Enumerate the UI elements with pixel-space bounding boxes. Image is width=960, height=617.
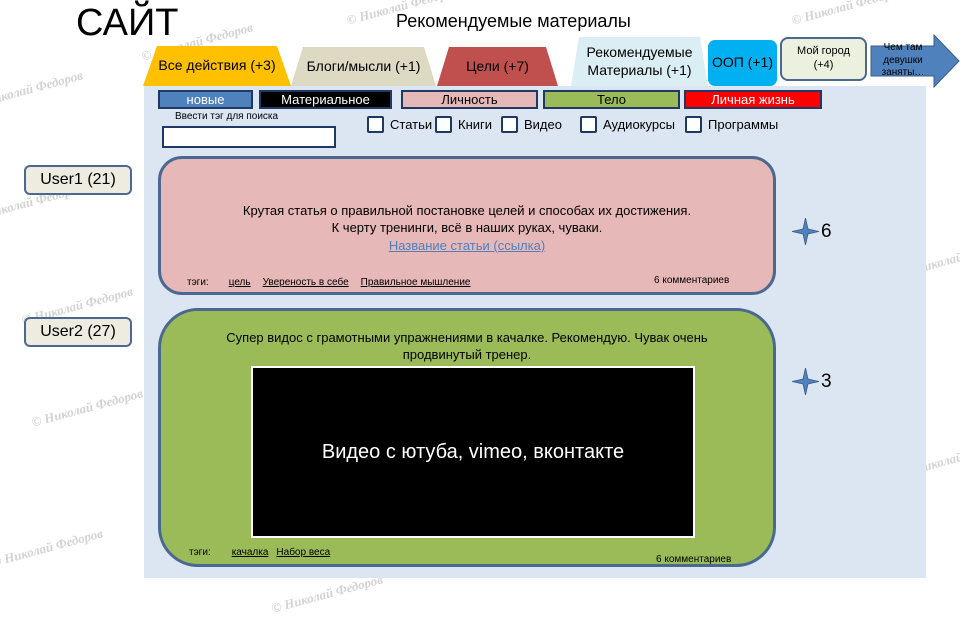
- tab-all-actions[interactable]: Все действия (+3): [143, 46, 291, 86]
- tab-girls[interactable]: Чем там девушки заняты…: [870, 34, 960, 88]
- comments-link[interactable]: 6 комментариев: [656, 554, 732, 565]
- user-badge[interactable]: User2 (27): [24, 317, 132, 347]
- checkbox-label: Книги: [458, 117, 493, 132]
- post-text: Супер видос с грамотными упражнениями в …: [226, 330, 708, 345]
- tab-shape: [437, 47, 558, 86]
- tab-oop[interactable]: ООП (+1): [708, 40, 777, 86]
- tab-shape: [780, 37, 867, 81]
- comments-link[interactable]: 6 комментариев: [654, 275, 730, 286]
- tab-my-city[interactable]: Мой город (+4): [780, 37, 867, 81]
- rating-value: 6: [821, 220, 832, 242]
- search-label: Ввести тэг для поиска: [175, 111, 279, 122]
- tag-link[interactable]: качалка: [231, 547, 269, 558]
- arrow-shape: [870, 34, 960, 88]
- tag-link[interactable]: Увереность в себе: [262, 277, 349, 288]
- watermark: © Николай Федоров: [789, 0, 905, 28]
- post-link-wrap: Название статьи (ссылка): [161, 237, 773, 254]
- checkbox-icon[interactable]: [367, 116, 384, 133]
- filter-new[interactable]: новые: [158, 90, 253, 109]
- tab-label: Мой город (+4): [797, 45, 850, 71]
- post-card: Крутая статья о правильной постановке це…: [158, 156, 776, 295]
- video-label: Видео с ютуба, vimeo, вконтакте: [321, 440, 625, 463]
- tag-list: тэги: качалка Набор веса: [189, 547, 330, 558]
- checkbox-label: Программы: [708, 117, 779, 132]
- rating: 6: [792, 218, 832, 245]
- post-card: Супер видос с грамотными упражнениями в …: [158, 308, 776, 567]
- post-text: К черту тренинги, всё в наших руках, чув…: [331, 220, 603, 235]
- watermark: © Николай Федоров: [29, 385, 145, 430]
- filter-personality[interactable]: Личность: [401, 90, 538, 109]
- four-point-star-icon[interactable]: [792, 218, 819, 245]
- article-link[interactable]: Название статьи (ссылка): [388, 238, 546, 253]
- filter-personal-life[interactable]: Личная жизнь: [684, 90, 822, 109]
- checkbox-icon[interactable]: [501, 116, 518, 133]
- filter-body[interactable]: Тело: [543, 90, 680, 109]
- tab-label: Блоги/мысли (+1): [306, 57, 421, 74]
- tag-link[interactable]: Набор веса: [276, 547, 331, 558]
- tags-label: тэги:: [189, 547, 211, 558]
- site-title: САЙТ: [76, 2, 179, 44]
- tab-blogs[interactable]: Блоги/мысли (+1): [291, 47, 436, 86]
- rating-value: 3: [821, 370, 832, 392]
- tab-label: Цели (+7): [466, 57, 529, 74]
- tab-shape: [571, 37, 708, 86]
- tab-goals[interactable]: Цели (+7): [437, 47, 558, 86]
- watermark: © Николай Федоров: [0, 67, 85, 111]
- checkbox-icon[interactable]: [580, 116, 597, 133]
- filter-material[interactable]: Материальное: [259, 90, 392, 109]
- rating: 3: [792, 368, 832, 395]
- tag-link[interactable]: Правильное мышление: [360, 277, 471, 288]
- page-heading: Рекомендуемые материалы: [396, 11, 631, 31]
- tag-search-input[interactable]: [162, 126, 336, 148]
- checkbox-video[interactable]: Видео: [501, 116, 562, 133]
- post-text: Крутая статья о правильной постановке це…: [242, 203, 692, 218]
- checkbox-icon[interactable]: [685, 116, 702, 133]
- tab-label: Все действия (+3): [158, 57, 276, 74]
- tab-label: Чем там девушки заняты…: [881, 42, 925, 79]
- watermark: © Николай Федоров: [0, 525, 105, 570]
- post-text: продвинутый тренер.: [402, 347, 532, 362]
- tag-link[interactable]: цель: [228, 277, 251, 288]
- tag-list: тэги: цель Увереность в себе Правильное …: [187, 277, 470, 288]
- checkbox-audio-courses[interactable]: Аудиокурсы: [580, 116, 675, 133]
- checkbox-articles[interactable]: Статьи: [367, 116, 432, 133]
- checkbox-books[interactable]: Книги: [435, 116, 492, 133]
- tab-shape: [708, 40, 777, 86]
- tags-label: тэги:: [187, 277, 209, 288]
- watermark: © Николай Федоров: [269, 571, 385, 616]
- checkbox-label: Статьи: [390, 117, 433, 132]
- checkbox-label: Видео: [524, 117, 562, 132]
- checkbox-icon[interactable]: [435, 116, 452, 133]
- four-point-star-icon[interactable]: [792, 368, 819, 395]
- video-player[interactable]: Видео с ютуба, vimeo, вконтакте: [251, 366, 695, 538]
- tab-recommended[interactable]: Рекомендуемые Материалы (+1): [571, 37, 708, 86]
- checkbox-label: Аудиокурсы: [603, 117, 675, 132]
- tab-label: ООП (+1): [711, 54, 774, 71]
- tab-shape: [291, 47, 436, 86]
- user-badge[interactable]: User1 (21): [24, 165, 132, 195]
- tab-label: Рекомендуемые Материалы (+1): [586, 44, 693, 78]
- checkbox-programs[interactable]: Программы: [685, 116, 778, 133]
- tab-shape: [143, 46, 291, 86]
